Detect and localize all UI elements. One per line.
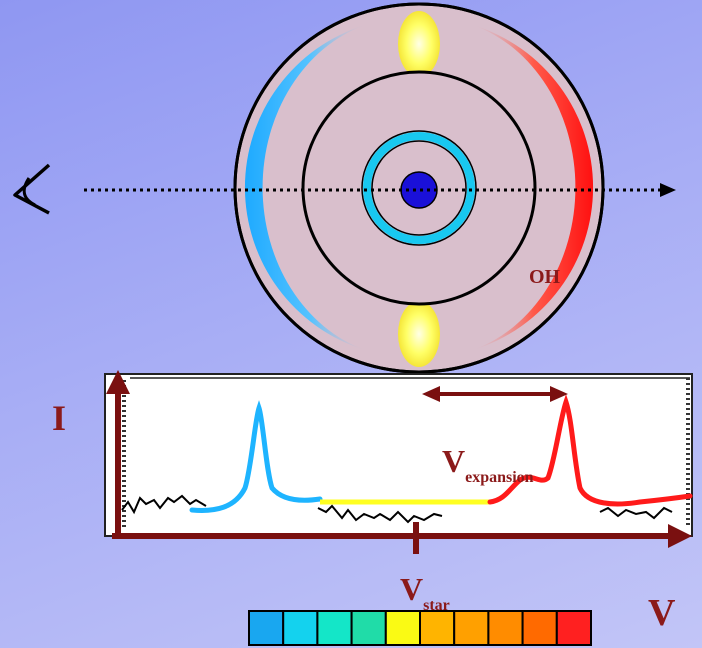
- approaching-peak: [189, 400, 323, 513]
- spectrum-panel: Vexpansion: [104, 373, 693, 537]
- expansion-velocity-label: Vexpansion: [442, 443, 534, 486]
- star-v: V: [400, 571, 423, 607]
- star-subscript: star: [423, 597, 450, 614]
- dust-ring-inner: [371, 140, 467, 236]
- eye-icon: [13, 163, 51, 215]
- scale-swatch: [555, 610, 592, 646]
- outer-shell-outline: [233, 2, 605, 374]
- dust-ring-outer: [361, 130, 477, 246]
- scale-swatch: [453, 610, 490, 646]
- x-axis-arrowhead: [668, 524, 692, 548]
- scale-swatch: [316, 610, 353, 646]
- expansion-v: V: [442, 443, 465, 479]
- scale-swatch: [384, 610, 421, 646]
- scale-swatch: [419, 610, 456, 646]
- velocity-color-scale: [248, 610, 592, 646]
- x-axis-label: V: [648, 592, 676, 634]
- line-of-sight: [84, 183, 676, 197]
- spectrum-noise: [121, 494, 673, 524]
- dust-ring: [363, 132, 475, 244]
- receding-peak: [487, 394, 693, 507]
- top-tangent-spot: [398, 11, 440, 77]
- scale-swatch: [487, 610, 524, 646]
- bottom-tangent-spot: [398, 301, 440, 367]
- sightline-arrowhead: [660, 183, 676, 197]
- scale-swatch: [350, 610, 387, 646]
- star-velocity-label: Vstar: [400, 571, 450, 614]
- y-axis-arrowhead: [106, 370, 130, 394]
- oh-label: OH: [529, 266, 561, 288]
- expansion-arrow: [422, 386, 568, 402]
- scale-swatch: [521, 610, 558, 646]
- scale-swatch: [248, 610, 285, 646]
- circumstellar-shell: OH: [233, 2, 605, 374]
- scale-swatch: [282, 610, 319, 646]
- axes: I V Vstar: [52, 370, 692, 634]
- expansion-subscript: expansion: [465, 469, 534, 486]
- approaching-crescent: [244, 25, 365, 350]
- y-axis-label: I: [52, 398, 66, 438]
- receding-crescent: [473, 25, 594, 350]
